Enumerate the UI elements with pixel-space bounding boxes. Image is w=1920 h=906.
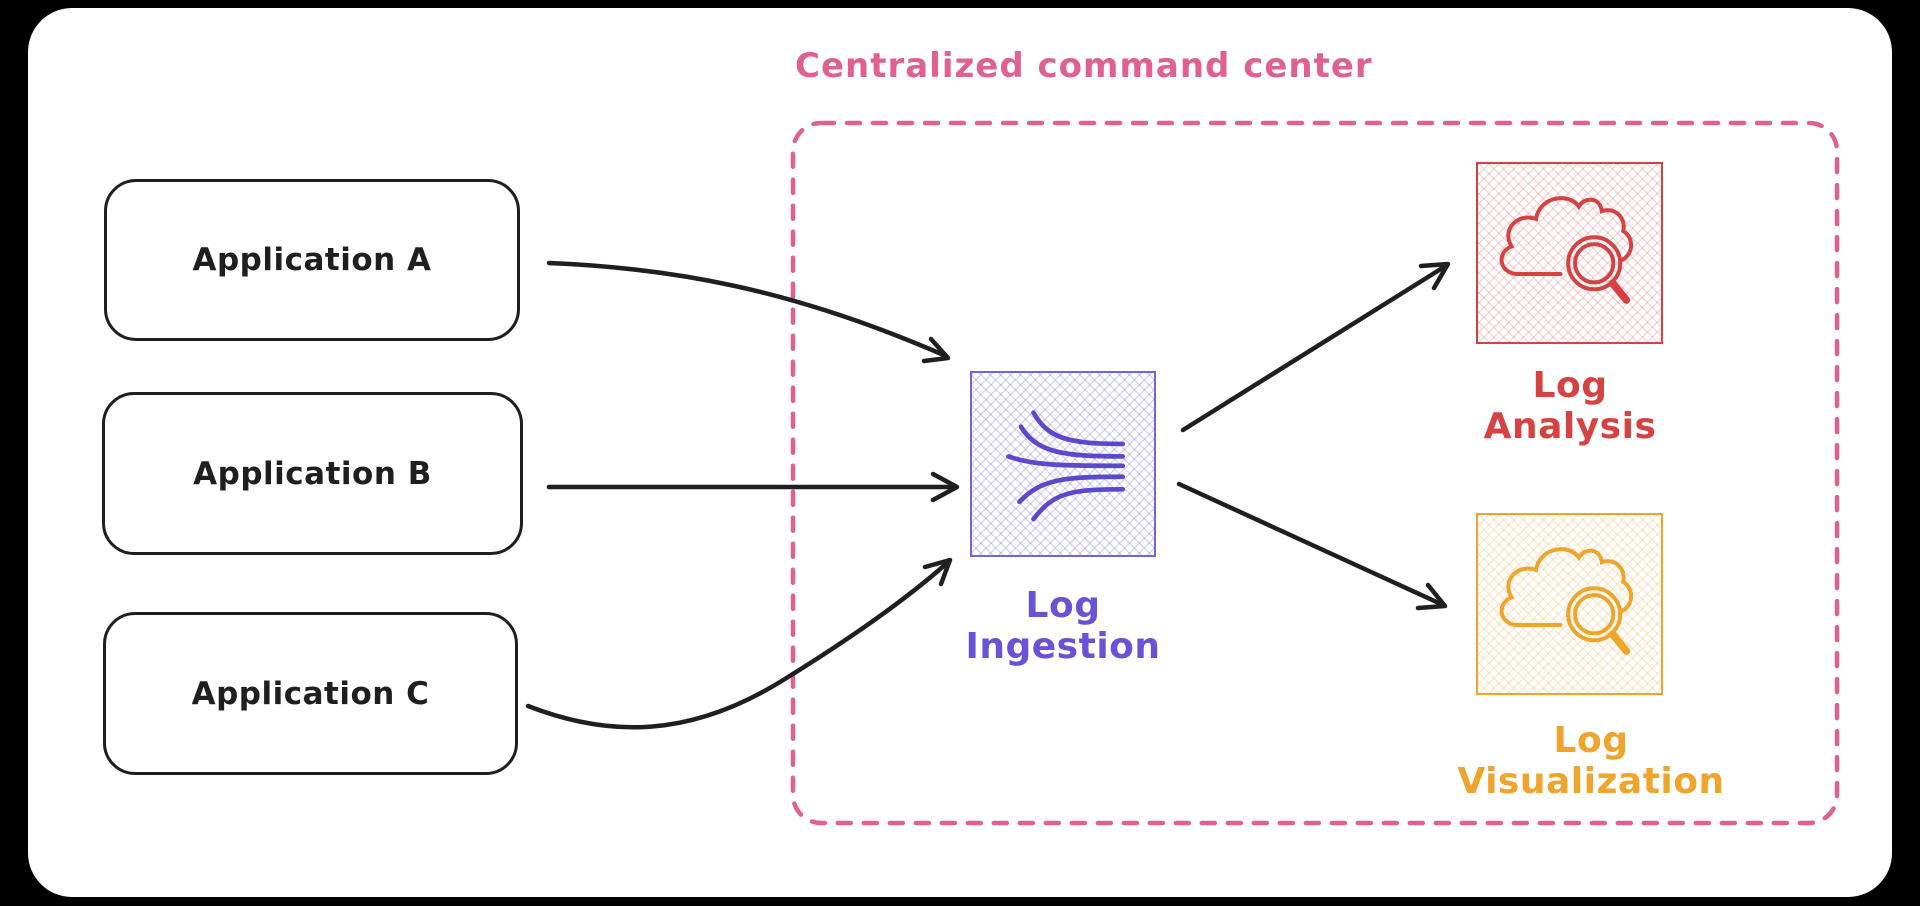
application-c-label: Application C [191,675,430,712]
application-c-node: Application C [103,612,518,775]
log-analysis-node [1476,162,1663,344]
edge-application-c-to-ingestion [525,557,953,730]
edge-ingestion-to-analysis [1180,261,1451,433]
application-b-label: Application B [193,455,432,492]
log-ingestion-label: Log Ingestion [965,585,1161,667]
application-a-label: Application A [192,242,432,278]
log-visualization-label: Log Visualization [1457,720,1725,802]
application-a-node: Application A [104,179,520,341]
edge-ingestion-to-visualization [1176,481,1448,611]
log-visualization-node [1476,513,1663,695]
command-center-boundary [790,120,1840,826]
cloud-search-icon [1499,547,1633,656]
application-b-node: Application B [102,392,523,555]
log-ingestion-node [970,371,1156,557]
edge-application-b-to-ingestion [546,471,960,503]
edge-application-a-to-ingestion [546,260,951,364]
log-analysis-label: Log Analysis [1483,365,1657,447]
cloud-search-icon [1499,196,1633,305]
command-center-title: Centralized command center [795,46,1373,86]
stream-merge-icon [1005,409,1125,522]
